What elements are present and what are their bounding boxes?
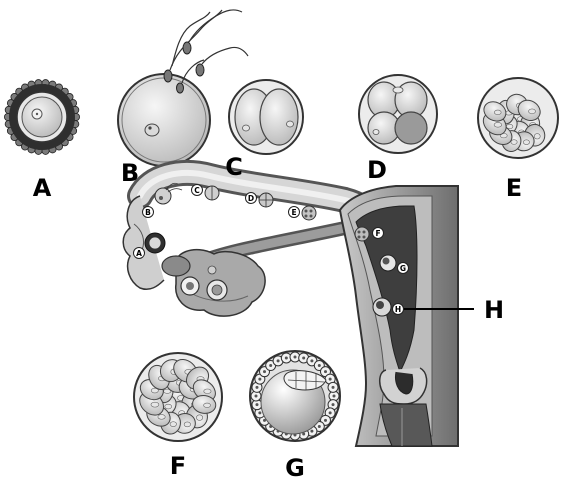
label-a: A [33,174,52,202]
stage-a-oocyte [4,79,81,155]
stage-b-fertilization [117,9,249,167]
sperm-cell [182,9,243,55]
stage-f-morula [133,352,223,442]
marker-h-label: H [395,305,401,314]
trophoblast-cells [250,351,340,441]
inner-cell-mass [283,370,327,391]
marker-c-label: C [194,186,200,195]
marker-g-label: G [400,264,406,273]
pronucleus [144,123,160,137]
marker-d: D [245,192,274,208]
blastomere-cluster [139,358,217,435]
sperm-cell [163,9,223,83]
sperm-cell [195,46,249,77]
marker-h: H [372,297,474,317]
label-h: H [484,296,504,324]
stage-d-four-cell [358,74,438,154]
marker-b-label: B [145,208,151,217]
blastomere [259,88,299,146]
follicle [161,255,191,277]
sperm-cell [171,11,211,67]
stage-g-blastocyst [249,350,341,442]
blastomere-cluster [482,93,546,152]
marker-d-label: D [248,194,254,203]
marker-f-label: F [375,229,380,238]
marker-e: E [288,205,317,221]
marker-f: F [354,226,384,242]
sperm-cell [176,59,205,94]
marker-a: A [133,232,166,259]
marker-b: B [142,182,183,218]
label-c: C [225,153,243,181]
marker-a-label: A [136,249,142,258]
stage-e-morula [477,77,559,159]
marker-g: G [379,254,409,274]
label-f: F [170,452,186,480]
marker-e-label: E [291,208,296,217]
label-d: D [367,156,387,184]
stage-markers: A B C D E [133,182,474,317]
marker-c: C [191,184,220,201]
egg-cell [117,73,211,167]
blastomere [394,111,428,145]
label-b: B [121,159,139,187]
label-g: G [285,454,305,481]
uterus-cross-section [122,160,459,447]
oocyte [21,96,63,138]
label-e: E [506,174,522,202]
stage-c-two-cell [228,79,304,155]
vaginal-canal [379,403,433,447]
